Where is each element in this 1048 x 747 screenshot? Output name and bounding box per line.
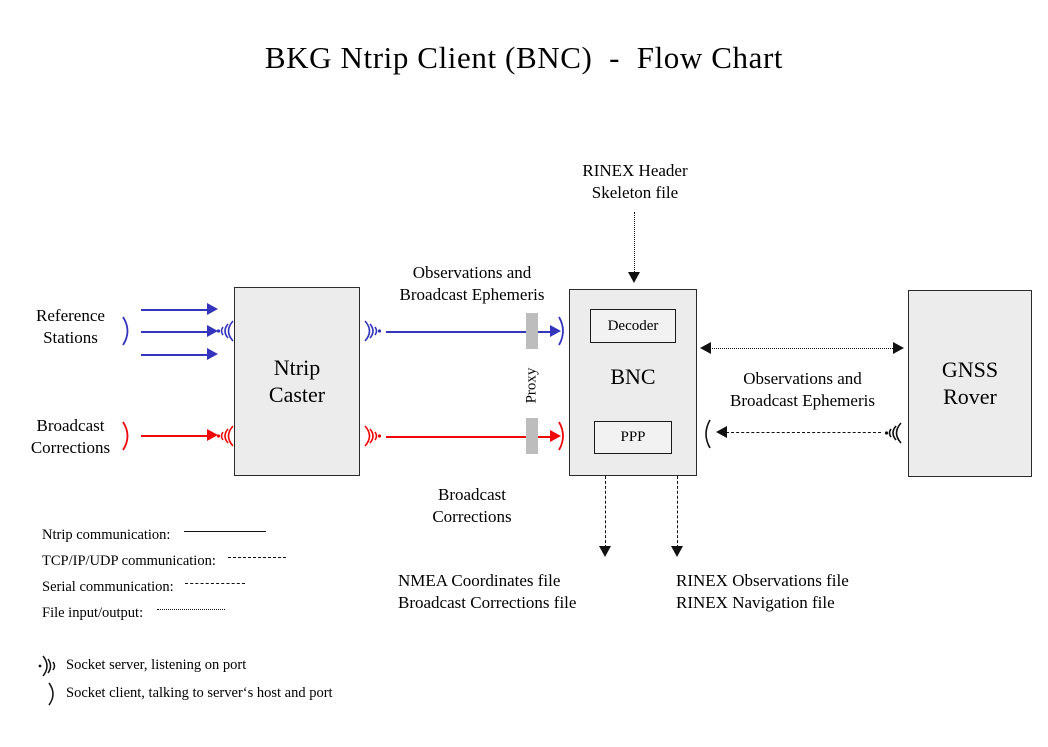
node-bnc-label: BNC [610, 364, 656, 389]
legend-label-serial-communication: Serial communication: [42, 579, 174, 595]
socket-client-icon-bnc-ntrip [556, 315, 570, 347]
legend-swatch-long-dash [227, 557, 286, 559]
socket-client-icon-reference-stations [120, 315, 136, 347]
label-broadcast-corrections-caster-to-bnc: Broadcast Corrections [432, 485, 512, 527]
label-observations-ephemeris-rover: Observations and Broadcast Ephemeris [730, 369, 875, 411]
legend-label-socket-server: Socket server, listening on port [66, 657, 247, 673]
proxy-bar-top [526, 313, 538, 349]
node-bnc-decoder[interactable]: Decoder [590, 309, 676, 343]
node-bnc-decoder-label: Decoder [607, 317, 659, 334]
socket-server-icon-caster-left-ntrip [214, 318, 236, 344]
label-reference-stations: Reference Stations [36, 306, 105, 348]
socket-client-icon-broadcast-corrections [120, 420, 136, 452]
label-rinex-header-skeleton-file: RINEX Header Skeleton file [582, 161, 688, 203]
label-nmea-output-files: NMEA Coordinates file Broadcast Correcti… [398, 571, 577, 613]
legend-swatch-fine-dot [156, 609, 225, 611]
legend-label-tcp-ip-udp-communication: TCP/IP/UDP communication: [42, 553, 216, 569]
socket-client-icon-bnc-corrections [556, 420, 570, 452]
socket-client-icon-bnc-rover [700, 418, 714, 450]
socket-server-icon-rover [882, 420, 904, 446]
socket-server-icon-legend [38, 654, 60, 678]
socket-client-icon-legend [46, 681, 60, 707]
label-observations-ephemeris-caster-to-bnc: Observations and Broadcast Ephemeris [399, 263, 545, 305]
socket-server-icon-caster-right-corrections [362, 423, 384, 449]
legend-line-styles: Ntrip communication: TCP/IP/UDP communic… [42, 527, 286, 631]
label-broadcast-corrections-input: Broadcast Corrections [30, 416, 111, 458]
node-bnc-ppp[interactable]: PPP [594, 421, 672, 454]
label-rinex-output-files: RINEX Observations file RINEX Navigation… [676, 571, 849, 613]
node-bnc[interactable]: Decoder BNC PPP [569, 289, 697, 476]
node-gnss-rover[interactable]: GNSS Rover [908, 290, 1032, 477]
legend-label-file-input-output: File input/output: [42, 605, 144, 621]
legend-label-socket-client: Socket client, talking to server‘s host … [66, 685, 333, 701]
socket-server-icon-caster-left-corrections [214, 423, 236, 449]
proxy-bar-bottom [526, 418, 538, 454]
page-title: BKG Ntrip Client (BNC) - Flow Chart [264, 40, 784, 75]
node-ntrip-caster[interactable]: Ntrip Caster [234, 287, 360, 476]
node-gnss-rover-label: GNSS Rover [941, 356, 999, 409]
node-bnc-ppp-label: PPP [620, 429, 646, 446]
legend-swatch-solid [184, 531, 267, 533]
legend-swatch-medium-dash [185, 583, 246, 585]
legend-label-ntrip-communication: Ntrip communication: [42, 527, 171, 543]
label-proxy: Proxy [523, 367, 540, 403]
socket-server-icon-caster-right-ntrip [362, 318, 384, 344]
node-ntrip-caster-label: Ntrip Caster [268, 354, 326, 407]
